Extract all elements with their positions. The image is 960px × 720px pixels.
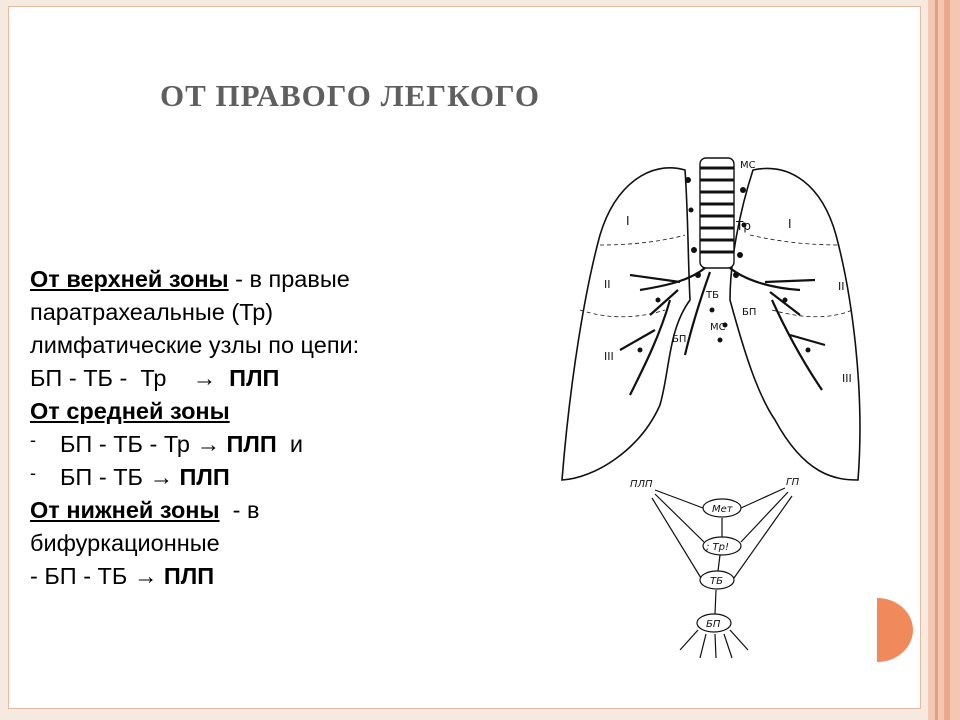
slide-title: ОТ ПРАВОГО ЛЕГКОГО [160, 78, 540, 113]
scheme-plp: ПЛП [630, 479, 653, 490]
label-tr: Тр [735, 219, 751, 233]
label-zone-2-left: II [604, 278, 611, 291]
line-upper-chain: БП - ТБ - Тр → ПЛП [30, 362, 500, 395]
left-lung-outline [729, 167, 861, 481]
scheme-gp: ГП [786, 477, 800, 488]
upper-text-1: - в правые [228, 266, 350, 292]
lymph-node-dots [637, 177, 811, 353]
figure-labels: МС Тр ТБ БП БП МС I I II II III III [604, 160, 852, 385]
middle-chain-1: БП - ТБ - Тр → [60, 431, 227, 457]
stripe-line-2 [944, 0, 950, 720]
slide-body-text: От верхней зоны - в правые паратрахеальн… [30, 263, 500, 593]
lower-target: ПЛП [163, 563, 215, 589]
stripe-line-1 [935, 0, 938, 720]
line-lower-chain: - БП - ТБ → ПЛП [30, 560, 500, 593]
scheme-labels: ПЛП ГП Мет ; Тр! ТБ БП [630, 477, 800, 630]
line-lower-heading: От нижней зоны - в [30, 494, 500, 527]
label-mc-top: МС [740, 160, 756, 171]
middle-zone-heading: От средней зоны [30, 398, 230, 424]
bronchial-tree [619, 267, 826, 396]
line-upper-2: паратрахеальные (Тр) [30, 296, 500, 329]
lower-text-2: бифуркационные [30, 530, 220, 556]
dash-bullet: - [30, 430, 36, 450]
slide-canvas [8, 6, 921, 709]
line-upper-heading: От верхней зоны - в правые [30, 263, 500, 296]
label-zone-3-right: III [842, 372, 852, 385]
dash-bullet: - [30, 463, 36, 483]
right-lung-outline [561, 167, 691, 481]
zone-divider-lines [579, 234, 853, 318]
line-middle-heading: От средней зоны [30, 395, 500, 428]
label-zone-1-left: I [626, 214, 630, 228]
lower-text-1: - в [219, 497, 260, 523]
lower-chain: - БП - ТБ → [30, 563, 164, 589]
line-middle-1: - БП - ТБ - Тр → ПЛП и [30, 428, 500, 461]
label-bp-left: БП [672, 334, 686, 345]
label-tb: ТБ [705, 290, 719, 301]
middle-and: и [276, 431, 303, 457]
lung-lymph-diagram: МС Тр ТБ БП БП МС I I II II III III [561, 157, 861, 659]
upper-target: ПЛП [229, 365, 280, 391]
middle-target-2: ПЛП [179, 464, 230, 490]
scheme-tr: ; Тр! [706, 542, 729, 553]
line-lower-2: бифуркационные [30, 527, 500, 560]
lymph-flow-scheme [651, 487, 793, 659]
upper-chain: БП - ТБ - Тр → [30, 365, 230, 391]
line-middle-2: - БП - ТБ → ПЛП [30, 461, 500, 494]
decorative-half-circle [877, 598, 913, 662]
middle-target-1: ПЛП [226, 431, 277, 457]
upper-zone-heading: От верхней зоны [30, 266, 229, 292]
label-mc-mid: МС [710, 322, 726, 333]
scheme-bp: БП [706, 619, 721, 630]
scheme-met: Мет [712, 504, 734, 515]
middle-chain-2: БП - ТБ → [60, 464, 180, 490]
scheme-tb: ТБ [710, 576, 723, 587]
label-zone-1-right: I [788, 217, 792, 231]
label-bp-right: БП [742, 307, 756, 318]
upper-text-3: лимфатические узлы по цепи: [30, 332, 360, 358]
lower-zone-heading: От нижней зоны [30, 497, 220, 523]
label-zone-2-right: II [838, 280, 845, 293]
line-upper-3: лимфатические узлы по цепи: [30, 329, 500, 362]
upper-text-2: паратрахеальные (Тр) [30, 299, 274, 325]
trachea [699, 157, 735, 269]
label-zone-3-left: III [604, 350, 614, 363]
